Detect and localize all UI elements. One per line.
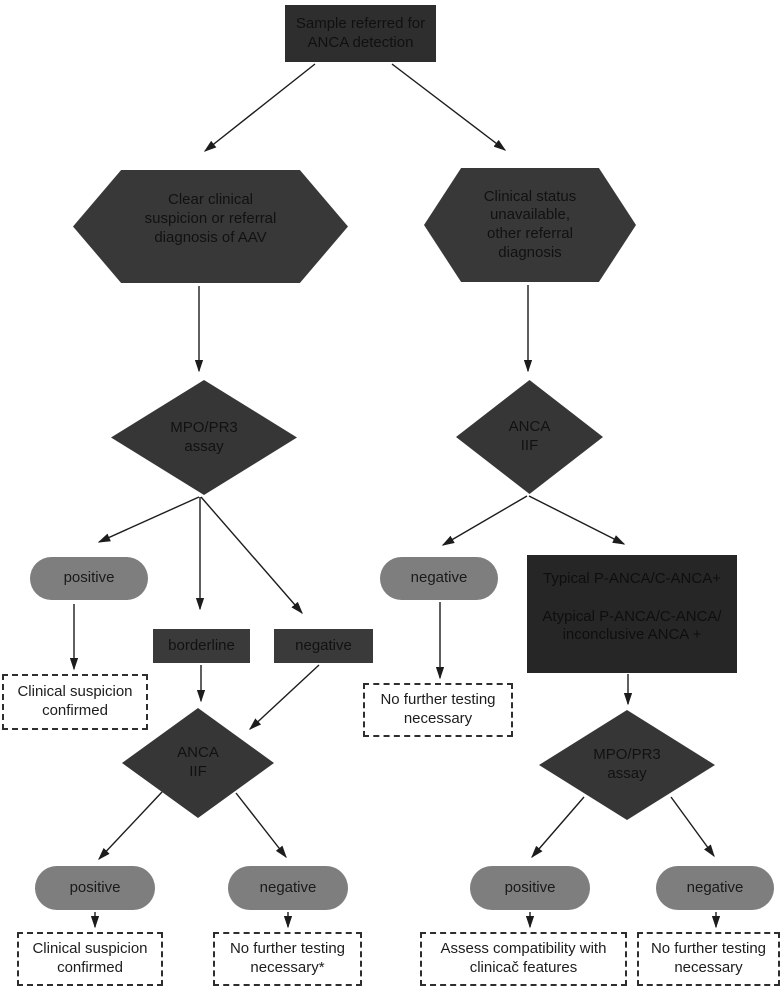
edge-mpo2-to-negative-br (670, 796, 715, 858)
node-negative-bottom-left: negative (228, 866, 348, 910)
edge-start-to-hex-right (391, 63, 507, 151)
edge-mpo1-to-positive (97, 496, 200, 543)
node-clinical-suspicion-confirmed-bottom: Clinical suspicion confirmed (17, 932, 163, 986)
edge-mpo2-to-positive-br (531, 796, 585, 859)
node-negative-rect: negative (274, 629, 373, 663)
node-no-further-testing-bottom-right: No further testing necessary (637, 932, 780, 986)
node-negative-bottom-right: negative (656, 866, 774, 910)
node-borderline: borderline (153, 629, 250, 663)
node-no-further-testing-mid: No further testing necessary (363, 683, 513, 737)
node-positive-bottom-right: positive (470, 866, 590, 910)
edge-mpo1-to-negative (200, 496, 303, 615)
node-positive-mid: positive (30, 557, 148, 600)
edge-iif2-to-positive-bl (98, 791, 163, 861)
edge-iif1-to-negative-pill (441, 495, 528, 546)
edge-iif2-to-negative-bl (235, 792, 287, 859)
node-no-further-testing-asterisk: No further testing necessary* (213, 932, 362, 986)
node-positive-bottom-left: positive (35, 866, 155, 910)
edge-start-to-hex-left (203, 63, 316, 152)
node-sample-referred: Sample referred for ANCA detection (285, 5, 436, 62)
node-typical-atypical-anca: Typical P-ANCA/C-ANCA+ Atypical P-ANCA/C… (527, 555, 737, 673)
node-clear-clinical-suspicion: Clear clinical suspicion or referral dia… (73, 170, 348, 283)
edge-negative-to-iif2 (248, 664, 320, 730)
node-clinical-status-unavailable: Clinical status unavailable, other refer… (424, 168, 636, 282)
edge-iif1-to-typical-box (528, 495, 626, 545)
node-negative-mid: negative (380, 557, 498, 600)
node-assess-compatibility: Assess compatibility with clinicač featu… (420, 932, 627, 986)
node-clinical-suspicion-confirmed-mid: Clinical suspicion confirmed (2, 674, 148, 730)
